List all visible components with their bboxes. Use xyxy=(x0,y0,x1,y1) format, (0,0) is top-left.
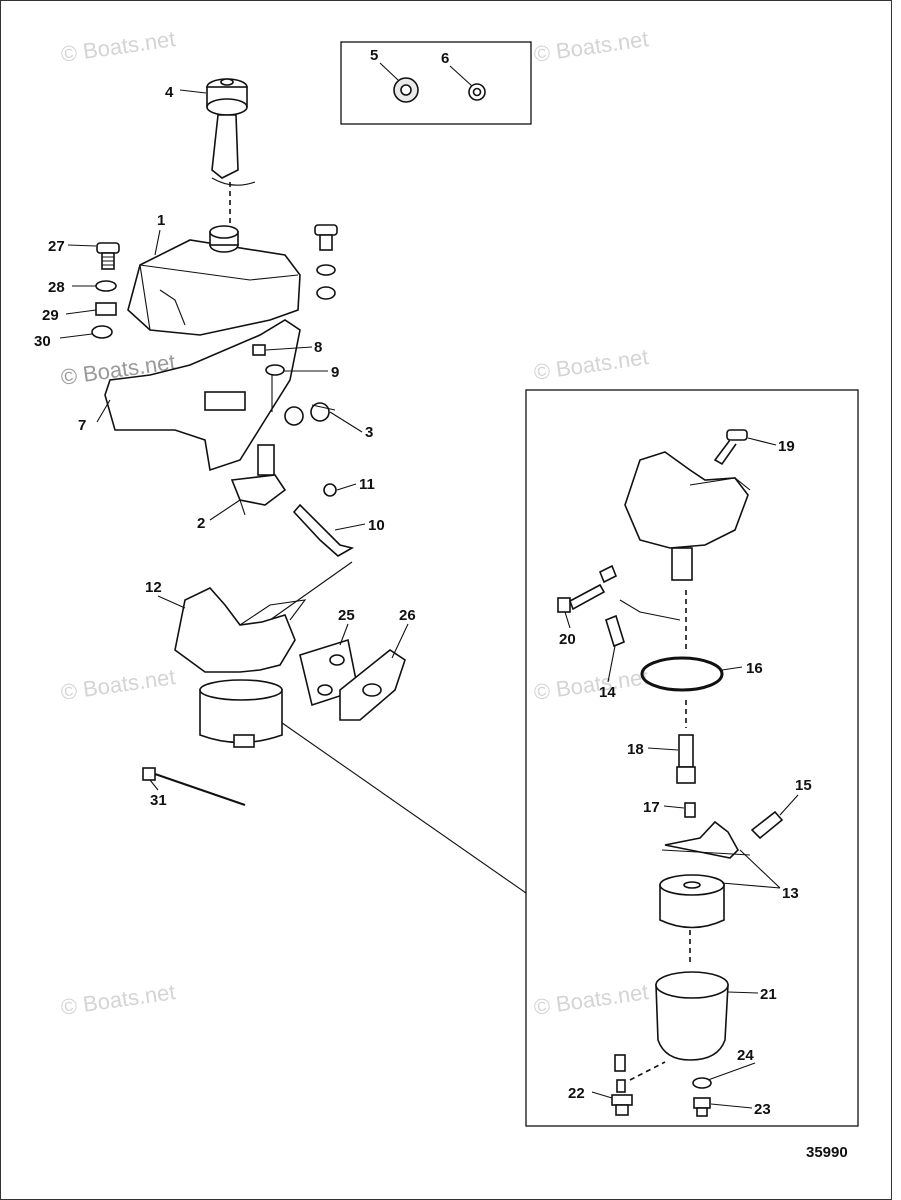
callout-11: 11 xyxy=(359,476,375,493)
callout-6: 6 xyxy=(441,50,449,67)
callout-17: 17 xyxy=(643,799,660,816)
callout-31: 31 xyxy=(150,792,167,809)
callout-20: 20 xyxy=(559,631,576,648)
watermark: © Boats.net xyxy=(59,979,177,1020)
callout-1: 1 xyxy=(157,212,165,229)
cap-parts-box xyxy=(340,41,532,125)
callout-16: 16 xyxy=(746,660,763,677)
callout-30: 30 xyxy=(34,333,51,350)
idle-screw-drawing xyxy=(557,564,618,613)
callout-26: 26 xyxy=(399,607,416,624)
callout-7: 7 xyxy=(78,417,86,434)
callout-5: 5 xyxy=(370,47,378,64)
callout-10: 10 xyxy=(368,517,385,534)
callout-14: 14 xyxy=(599,684,616,701)
float-drawing xyxy=(659,820,751,929)
heat-shield-drawing xyxy=(339,649,406,721)
callout-27: 27 xyxy=(48,238,65,255)
main-jet xyxy=(684,802,696,818)
callout-28: 28 xyxy=(48,279,65,296)
watermark: © Boats.net xyxy=(532,664,650,705)
figure-number: 35990 xyxy=(806,1144,848,1161)
fuel-line-route xyxy=(269,561,353,621)
clamp-drawing xyxy=(284,402,336,426)
emulsion-tube-drawing xyxy=(676,734,696,784)
callout-2: 2 xyxy=(197,515,205,532)
grommet-left xyxy=(91,325,113,339)
leader-lines xyxy=(59,62,799,1109)
washer-left xyxy=(95,280,117,292)
callout-18: 18 xyxy=(627,741,644,758)
inlet-needle xyxy=(605,614,625,648)
watermark: © Boats.net xyxy=(59,664,177,705)
watermarks: © Boats.net © Boats.net © Boats.net © Bo… xyxy=(59,26,650,1020)
detail-leader-line xyxy=(274,717,527,894)
watermark: © Boats.net xyxy=(532,979,650,1020)
carburetor-drawing xyxy=(174,587,307,748)
callout-9: 9 xyxy=(331,364,339,381)
watermark: © Boats.net xyxy=(532,344,650,385)
detail-screw-drawing xyxy=(713,429,748,466)
callout-23: 23 xyxy=(754,1101,771,1118)
carburetor-body-drawing xyxy=(624,451,751,581)
callout-19: 19 xyxy=(778,438,795,455)
callout-22: 22 xyxy=(568,1085,585,1102)
callout-25: 25 xyxy=(338,607,355,624)
float-bowl-drawing xyxy=(655,971,729,1061)
float-bowl-gasket xyxy=(640,656,724,692)
callout-29: 29 xyxy=(42,307,59,324)
fuel-cap-drawing xyxy=(206,78,256,186)
watermark: © Boats.net xyxy=(532,26,650,67)
callout-21: 21 xyxy=(760,986,777,1003)
washer xyxy=(265,364,285,376)
callout-8: 8 xyxy=(314,339,322,356)
needle-leader xyxy=(619,599,681,621)
tank-screw-left xyxy=(96,242,120,270)
callout-13: 13 xyxy=(782,885,799,902)
spacer-left xyxy=(95,302,117,316)
hose-clip xyxy=(323,483,337,497)
callout-4: 4 xyxy=(165,84,174,101)
drain-screw-drawing xyxy=(693,1097,711,1117)
watermark: © Boats.net xyxy=(59,26,177,67)
fuel-line xyxy=(292,503,355,557)
tank-bracket-drawing xyxy=(104,319,301,472)
drain-washer xyxy=(692,1077,712,1089)
tank-screw-right xyxy=(314,224,338,300)
bushing xyxy=(252,344,266,356)
assembly-line xyxy=(629,1061,666,1081)
callout-3: 3 xyxy=(365,424,373,441)
callout-15: 15 xyxy=(795,777,812,794)
cap-gasket-drawing xyxy=(393,77,419,103)
cap-seal-drawing xyxy=(468,83,486,101)
cable-tie-drawing xyxy=(142,767,246,806)
drain-valve-drawing xyxy=(611,1054,633,1116)
fuel-tank-drawing xyxy=(127,225,301,336)
fuel-valve-drawing xyxy=(230,444,287,516)
carburetor-detail-box xyxy=(525,389,859,1127)
callout-12: 12 xyxy=(145,579,162,596)
callout-labels: 4 5 6 1 27 28 29 30 7 8 9 3 2 11 10 12 2… xyxy=(34,47,812,1118)
float-pin xyxy=(750,810,784,840)
callout-24: 24 xyxy=(737,1047,754,1064)
